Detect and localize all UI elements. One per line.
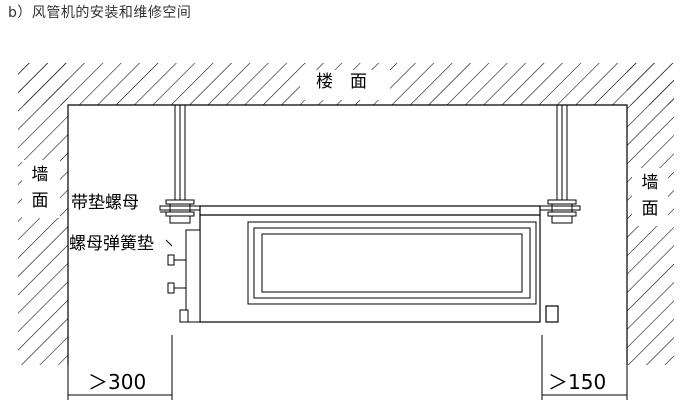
hanger-rod-left <box>174 104 186 216</box>
washer-nut-left <box>165 199 195 224</box>
caption: b）风管机的安装和维修空间 <box>8 5 192 21</box>
right-wall-label: 墙面 <box>641 173 659 219</box>
dimension-left <box>67 335 173 400</box>
air-outlet <box>247 221 537 305</box>
floor-label: 楼 面 <box>316 72 367 92</box>
side-connector <box>167 229 201 323</box>
hanger-rod-right <box>556 104 568 216</box>
spring-washer-nut-label: 螺母弹簧垫 <box>69 234 154 254</box>
washer-nut-right <box>547 199 577 224</box>
duct-unit <box>199 205 559 323</box>
room-outline <box>67 104 628 365</box>
washer-nut-label: 带垫螺母 <box>71 193 139 213</box>
left-clearance-label: ＞300 <box>88 370 147 394</box>
left-wall-label: 墙面 <box>31 165 49 211</box>
spring-washer-leader <box>165 239 173 247</box>
bracket-left <box>159 205 200 211</box>
dimension-right <box>541 335 628 400</box>
right-clearance-label: ＞150 <box>548 370 607 394</box>
bracket-right <box>540 205 581 211</box>
